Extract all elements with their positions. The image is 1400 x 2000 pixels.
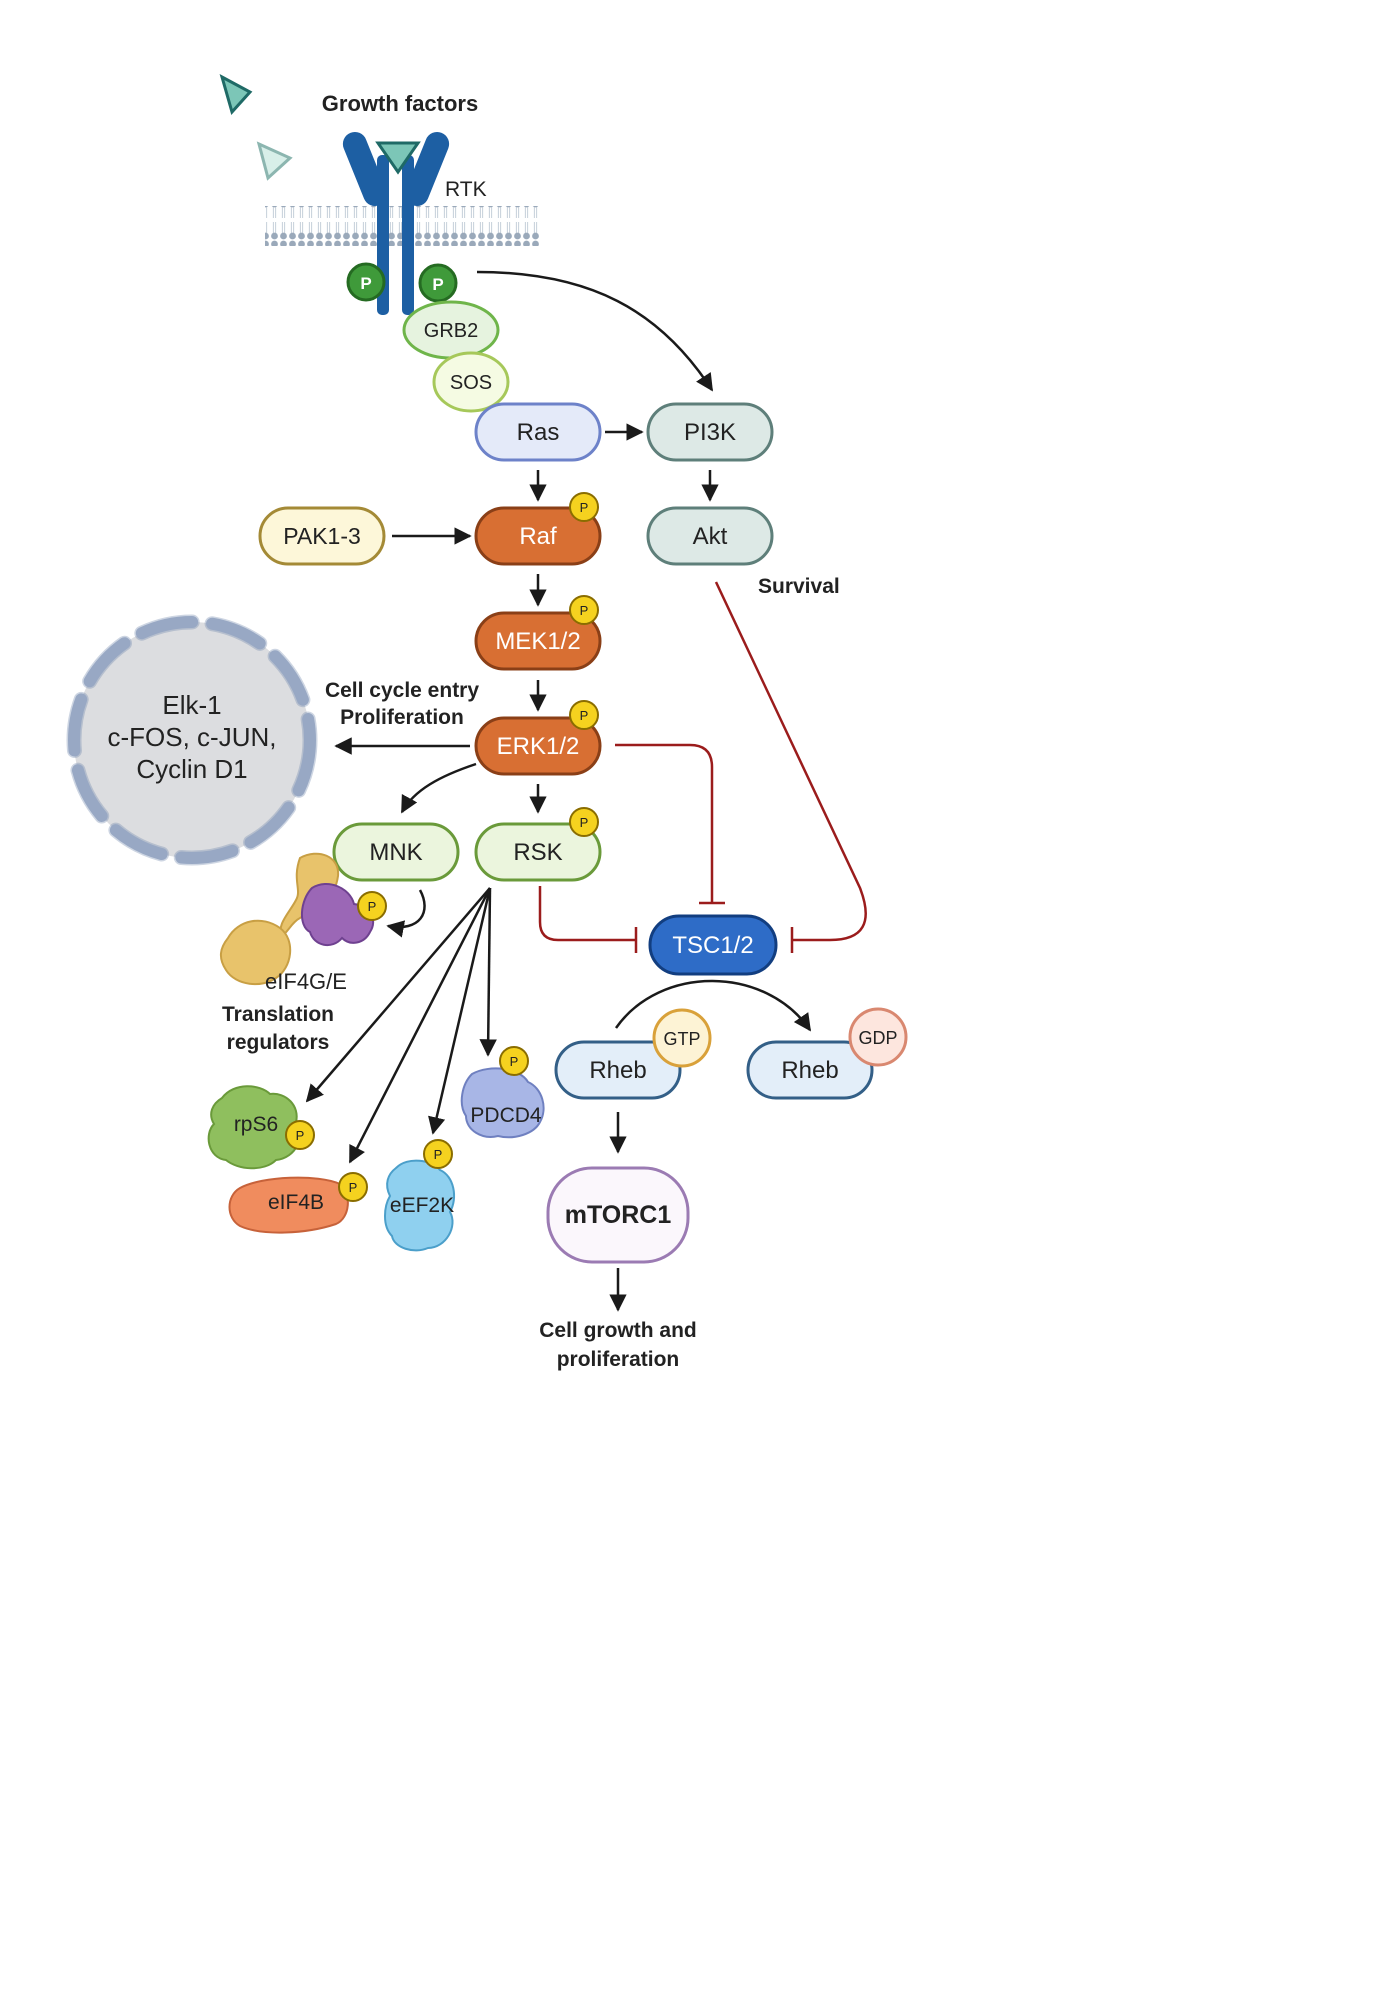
pdcd4-protein: PDCD4 — [460, 1067, 545, 1139]
nucleus: Elk-1 c-FOS, c-JUN, Cyclin D1 — [66, 614, 318, 866]
mek-node: MEK1/2 — [474, 611, 602, 671]
rsk-node: RSK — [474, 822, 602, 882]
svg-text:PI3K: PI3K — [684, 419, 736, 446]
rsk-phospho-badge: P — [569, 807, 599, 837]
svg-text:Raf: Raf — [519, 523, 557, 550]
rps6-protein: rpS6 — [207, 1085, 301, 1170]
svg-text:RSK: RSK — [513, 839, 562, 866]
activation-arrows — [305, 270, 812, 1312]
svg-text:PAK1-3: PAK1-3 — [283, 523, 361, 549]
svg-text:ERK1/2: ERK1/2 — [497, 733, 580, 760]
growth-factors-label: Growth factors — [322, 91, 478, 116]
ras-node: Ras — [474, 402, 602, 462]
nucleus-elk1: Elk-1 — [162, 690, 221, 720]
svg-text:rpS6: rpS6 — [234, 1113, 278, 1136]
rheb-gtp-node: Rheb — [554, 1040, 682, 1100]
inhibition-arrows — [538, 581, 867, 953]
translation-label-line1: Translation — [222, 1003, 334, 1026]
eif4b-protein: eIF4B — [228, 1176, 349, 1234]
nucleus-cyclin: Cyclin D1 — [136, 754, 247, 784]
svg-text:GRB2: GRB2 — [424, 320, 478, 342]
survival-label: Survival — [758, 575, 840, 598]
akt-node: Akt — [646, 506, 774, 566]
svg-text:P: P — [432, 275, 443, 294]
svg-text:P: P — [580, 815, 589, 830]
phospho-site-left: P — [346, 262, 386, 302]
svg-text:P: P — [368, 899, 377, 914]
svg-text:P: P — [434, 1147, 443, 1162]
eif4ge-phospho-badge: P — [357, 891, 387, 921]
nucleus-fos-jun: c-FOS, c-JUN, — [108, 722, 277, 752]
pi3k-node: PI3K — [646, 402, 774, 462]
growth-factor-ligand-2 — [256, 141, 293, 181]
growth-label-line2: proliferation — [557, 1348, 680, 1371]
svg-text:MEK1/2: MEK1/2 — [495, 628, 580, 655]
svg-text:Ras: Ras — [517, 419, 560, 446]
rtk-label: RTK — [445, 178, 487, 201]
phospho-site-right: P — [418, 263, 458, 303]
growth-factor-ligand-1 — [219, 74, 253, 116]
mtorc1-node: mTORC1 — [546, 1166, 690, 1264]
gdp-badge: GDP — [848, 1007, 908, 1067]
rps6-phospho-badge: P — [285, 1120, 315, 1150]
svg-text:P: P — [296, 1128, 305, 1143]
sos-node: SOS — [432, 351, 510, 413]
svg-text:TSC1/2: TSC1/2 — [672, 932, 753, 959]
cell-cycle-label-line1: Cell cycle entry — [325, 679, 479, 702]
growth-label-line1: Cell growth and — [539, 1319, 697, 1342]
raf-node: Raf — [474, 506, 602, 566]
svg-text:Rheb: Rheb — [781, 1057, 838, 1084]
eef2k-protein: eEF2K — [384, 1159, 456, 1252]
mnk-node: MNK — [332, 822, 460, 882]
eef2k-phospho-badge: P — [423, 1139, 453, 1169]
svg-text:P: P — [360, 274, 371, 293]
eif4ge-label: eIF4G/E — [265, 969, 347, 994]
pdcd4-phospho-badge: P — [499, 1046, 529, 1076]
grb2-node: GRB2 — [402, 300, 500, 360]
svg-text:eEF2K: eEF2K — [390, 1194, 454, 1217]
svg-text:P: P — [349, 1180, 358, 1195]
rheb-gdp-node: Rheb — [746, 1040, 874, 1100]
gtp-badge: GTP — [652, 1008, 712, 1068]
svg-text:Rheb: Rheb — [589, 1057, 646, 1084]
bound-ligand — [375, 141, 421, 175]
svg-text:GDP: GDP — [858, 1028, 897, 1048]
tsc-node: TSC1/2 — [648, 914, 778, 976]
raf-phospho-badge: P — [569, 492, 599, 522]
eif4b-phospho-badge: P — [338, 1172, 368, 1202]
svg-text:P: P — [510, 1054, 519, 1069]
svg-text:GTP: GTP — [663, 1029, 700, 1049]
svg-text:SOS: SOS — [450, 372, 492, 394]
erk-phospho-badge: P — [569, 700, 599, 730]
pak-node: PAK1-3 — [258, 506, 386, 566]
svg-text:eIF4B: eIF4B — [268, 1191, 324, 1214]
cell-cycle-label-line2: Proliferation — [340, 706, 464, 729]
svg-text:MNK: MNK — [369, 839, 422, 866]
translation-label-line2: regulators — [227, 1031, 330, 1054]
svg-text:P: P — [580, 500, 589, 515]
mek-phospho-badge: P — [569, 595, 599, 625]
svg-text:Akt: Akt — [693, 523, 728, 550]
svg-text:P: P — [580, 708, 589, 723]
svg-text:P: P — [580, 603, 589, 618]
svg-text:mTORC1: mTORC1 — [565, 1201, 672, 1229]
svg-text:PDCD4: PDCD4 — [470, 1104, 542, 1127]
eif4ge-protein — [220, 852, 375, 986]
erk-node: ERK1/2 — [474, 716, 602, 776]
